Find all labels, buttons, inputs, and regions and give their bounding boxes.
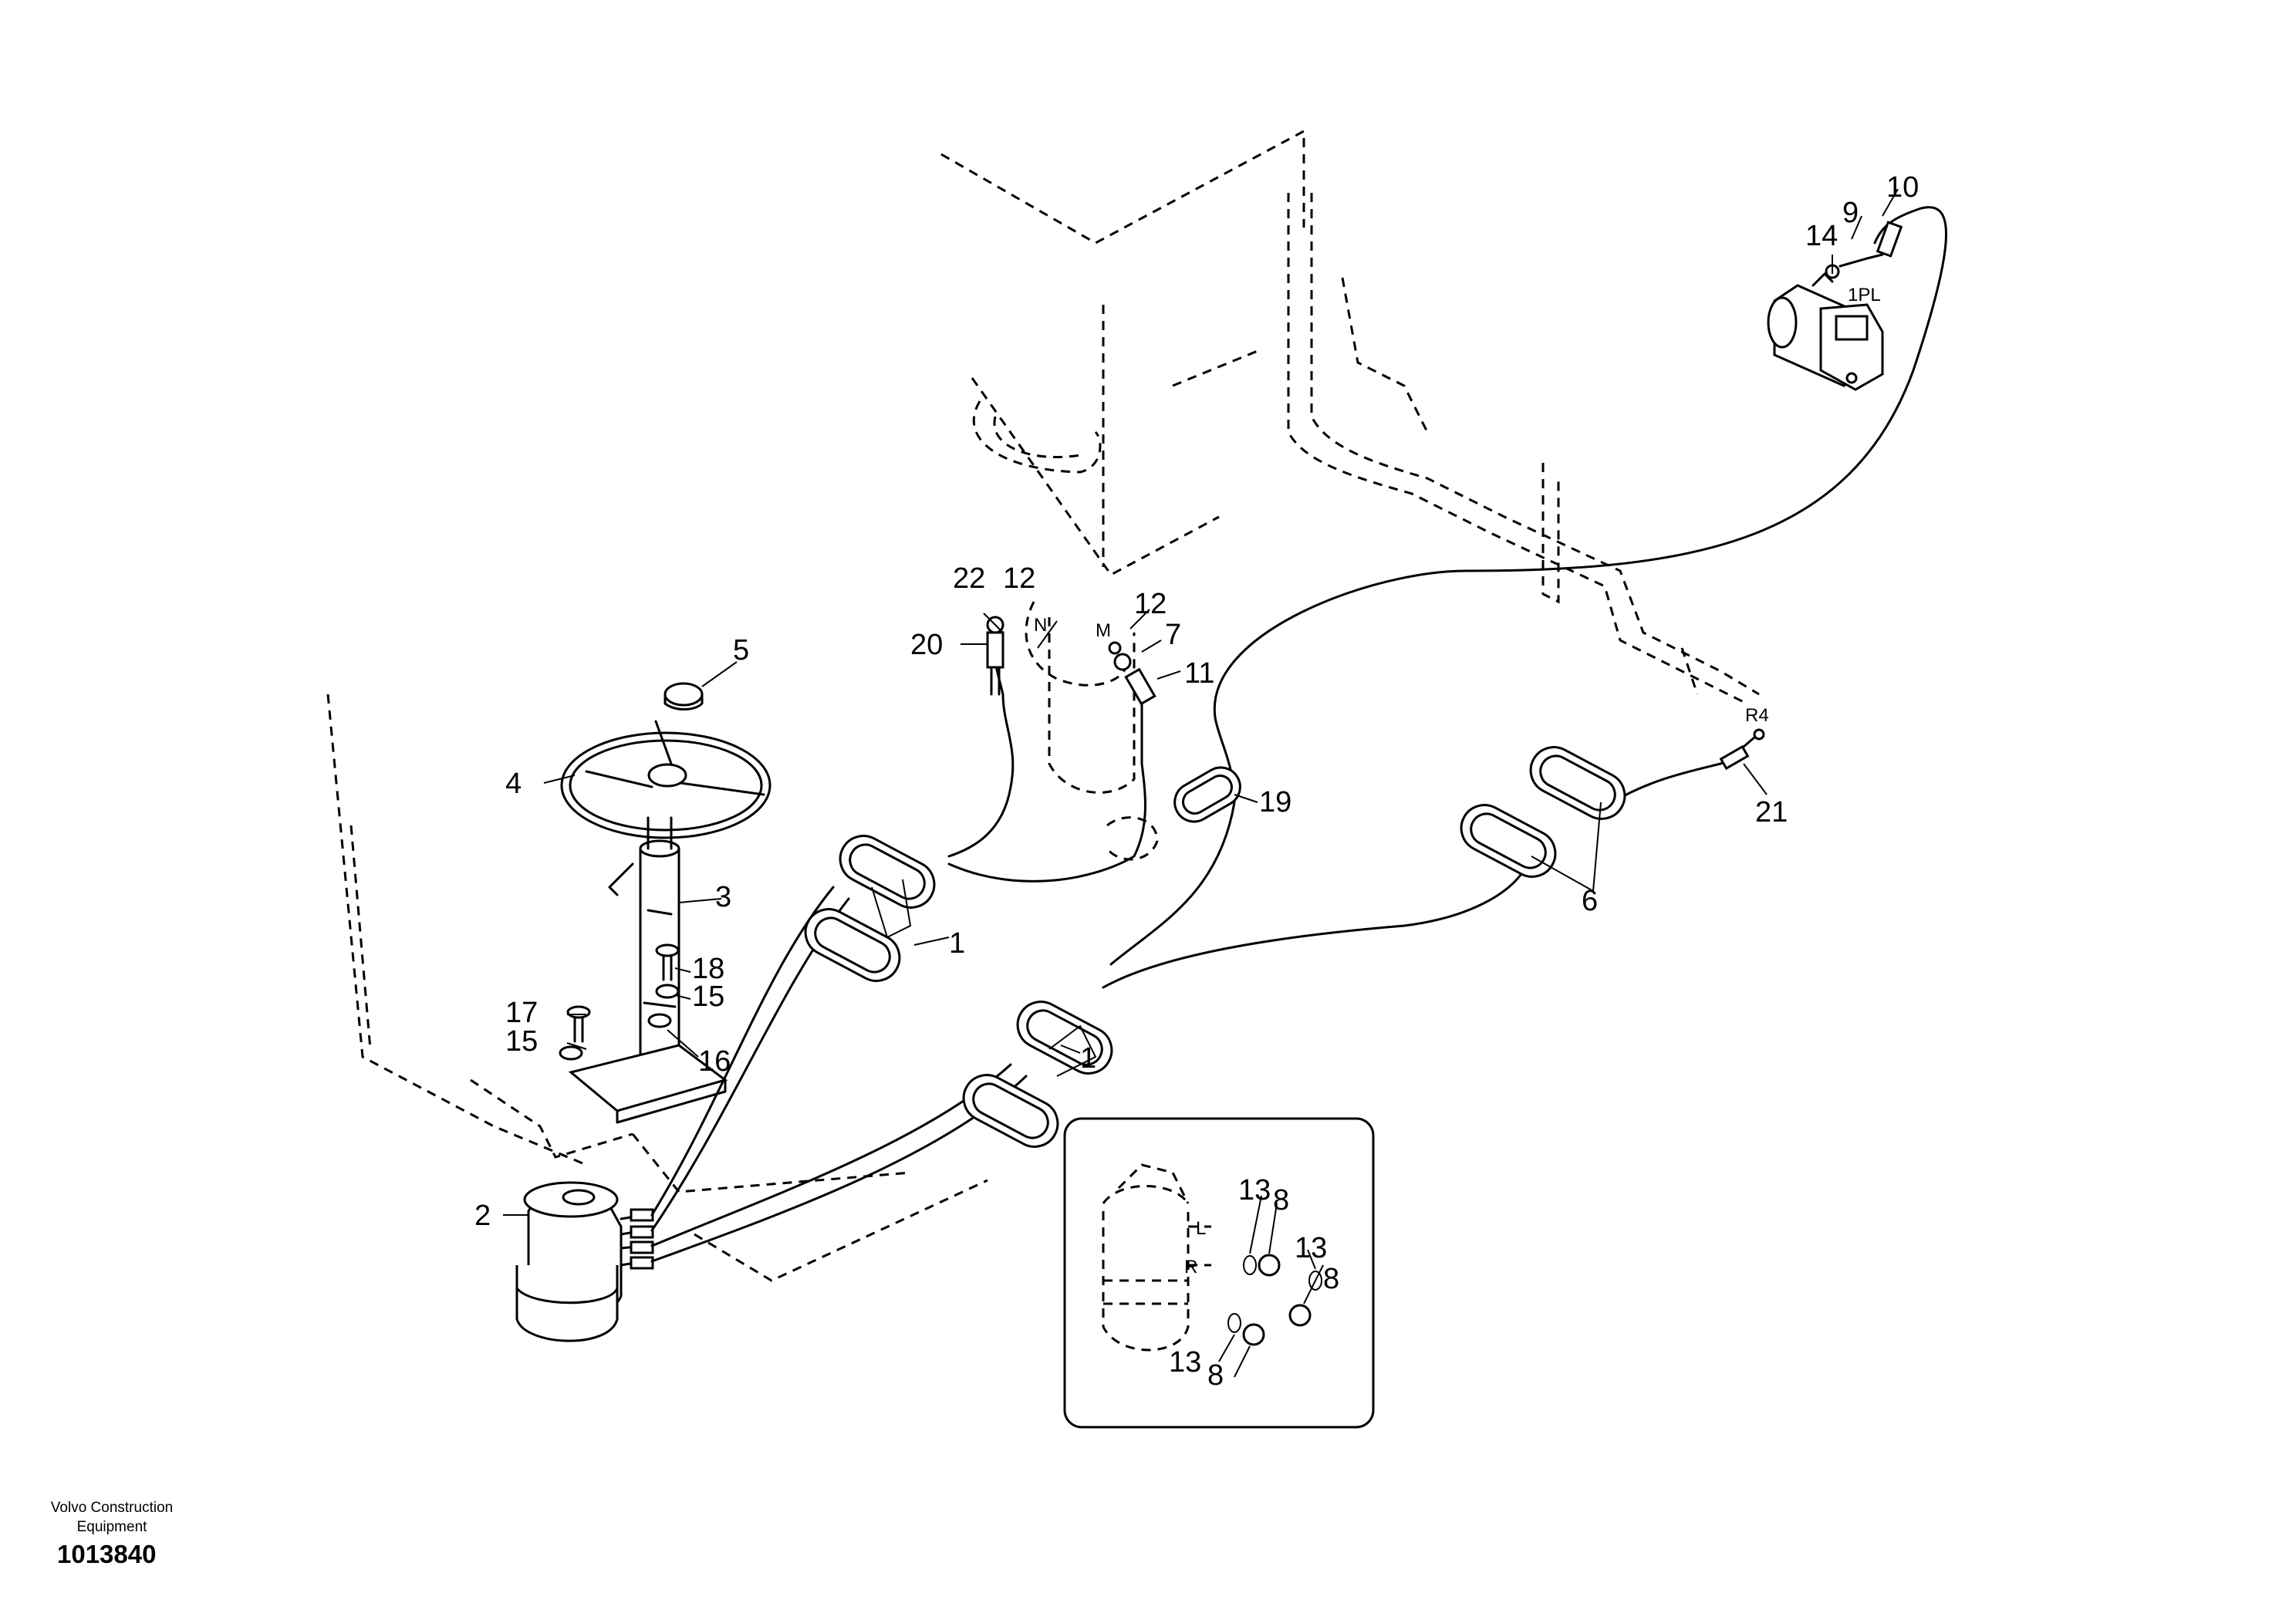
part-label-6: 6: [1582, 885, 1598, 917]
machine-frame-outline: [326, 129, 1760, 1282]
column-mounting-plate: [568, 1044, 728, 1124]
part-label-5: 5: [733, 634, 749, 667]
part-label-8-mid: 8: [1323, 1263, 1339, 1295]
mounting-bolts: [559, 943, 680, 1061]
swivel-fittings: [986, 616, 1156, 706]
part-label-12-right: 12: [1134, 588, 1167, 620]
port-labels: 1PL R4 N M L R: [1034, 285, 1881, 1277]
port-label-l: L: [1196, 1218, 1206, 1239]
part-label-20: 20: [910, 629, 943, 661]
inset-port-detail: [1063, 1117, 1375, 1429]
part-label-7: 7: [1165, 619, 1181, 651]
part-label-13-mid: 13: [1295, 1232, 1327, 1264]
part-label-14: 14: [1805, 220, 1838, 252]
part-label-12-left: 12: [1003, 562, 1035, 595]
company-name-line-1: Volvo Construction: [50, 1500, 174, 1516]
port-label-m: M: [1096, 620, 1111, 641]
company-name-line-2: Equipment: [76, 1519, 147, 1535]
hydraulic-hoses: [650, 206, 1947, 1263]
steering-valve: [515, 1181, 623, 1342]
horn-button: [663, 682, 704, 710]
hose-clamp-group-6: [1460, 746, 1626, 878]
pilot-valve: [1767, 221, 1903, 391]
steering-wheel: [560, 720, 772, 839]
part-label-22: 22: [953, 562, 985, 595]
part-label-10: 10: [1886, 171, 1919, 204]
hose-clamp-19: [1173, 766, 1241, 823]
part-label-15-left: 15: [505, 1025, 538, 1058]
part-label-15-right: 15: [692, 980, 724, 1013]
port-label-r4: R4: [1745, 705, 1769, 726]
company-name: Volvo Construction Equipment: [31, 1498, 193, 1537]
part-label-13-top: 13: [1238, 1174, 1271, 1207]
part-label-3: 3: [715, 881, 731, 913]
hose-clamp-group-2: [962, 1001, 1113, 1148]
part-label-21: 21: [1755, 796, 1788, 829]
port-label-n: N: [1034, 615, 1047, 636]
part-label-8-top: 8: [1273, 1184, 1289, 1217]
port-label-r: R: [1184, 1257, 1197, 1277]
drawing-number: 1013840: [57, 1540, 157, 1568]
part-number-callouts: 5 4 3 18 15 17 15 16 2 1 1 19 20 22 12 1…: [474, 171, 1919, 1392]
part-label-8-bottom: 8: [1207, 1359, 1224, 1392]
part-label-18: 18: [692, 953, 724, 985]
part-label-1-upper: 1: [949, 927, 965, 960]
part-label-16: 16: [698, 1045, 731, 1078]
leader-lines: [503, 188, 1899, 1378]
part-label-1-lower: 1: [1080, 1042, 1096, 1075]
part-label-11: 11: [1184, 657, 1214, 690]
part-label-4: 4: [505, 768, 522, 800]
part-label-17: 17: [505, 997, 538, 1029]
part-label-2: 2: [474, 1200, 491, 1232]
port-label-1pl: 1PL: [1848, 285, 1881, 305]
hose-clamp-group-1: [804, 835, 936, 982]
r4-port-fitting: [1719, 728, 1765, 771]
part-label-19: 19: [1259, 786, 1292, 818]
part-label-13-bottom: 13: [1169, 1346, 1201, 1379]
part-label-9: 9: [1842, 197, 1859, 229]
steering-column: [608, 816, 680, 1082]
valve-fittings: [620, 1208, 654, 1270]
